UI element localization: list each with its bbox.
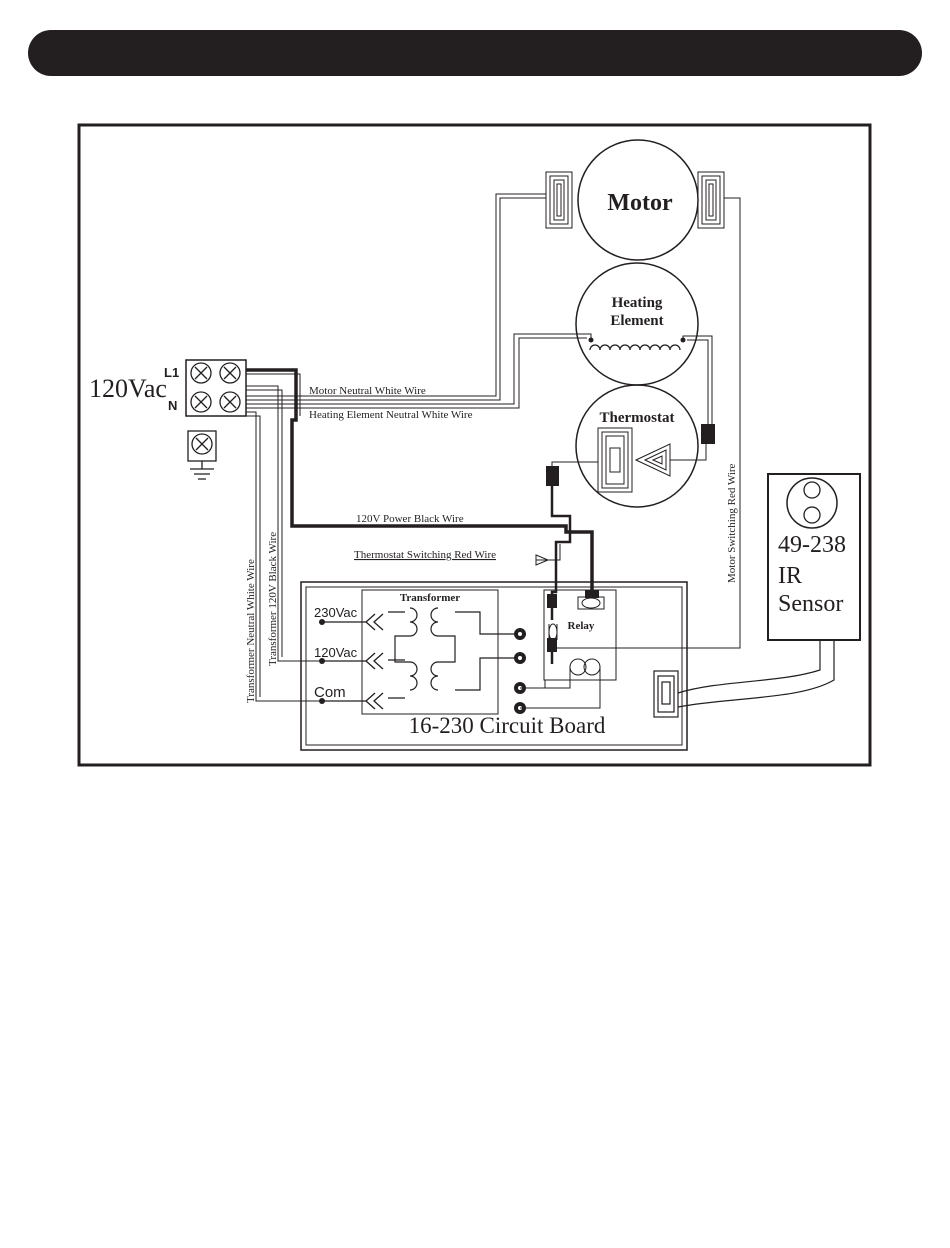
motor-right-coil	[697, 171, 725, 229]
circuit-board: 16-230 Circuit Board Transformer 230Vac …	[300, 581, 688, 751]
label-heating-neutral: Heating Element Neutral White Wire	[309, 409, 473, 421]
terminal-block: 120Vac L1 N	[89, 359, 247, 480]
label-transformer-neutral: Transformer Neutral White Wire	[245, 559, 257, 703]
thermostat: Thermostat	[575, 384, 699, 508]
diagram-frame	[77, 123, 872, 767]
tap-com-label: Com	[314, 684, 346, 701]
ir-sensor-number: 49-238	[778, 532, 846, 558]
connector-relay-top	[547, 594, 557, 608]
motor-label: Motor	[607, 190, 673, 216]
ir-cable	[653, 640, 835, 718]
thermostat-label: Thermostat	[600, 410, 675, 426]
label-thermostat-red: Thermostat Switching Red Wire	[354, 549, 496, 561]
terminal-l1-label: L1	[164, 365, 179, 380]
tap-230-label: 230Vac	[314, 605, 358, 620]
power-black-wire-inner	[246, 373, 301, 416]
label-transformer-black: Transformer 120V Black Wire	[267, 532, 279, 666]
tap-120-label: 120Vac	[314, 645, 358, 660]
connector-thermostat-right	[701, 424, 715, 444]
ground-terminal	[187, 430, 217, 480]
connector-relay-bottom	[547, 638, 557, 652]
board-terminals	[514, 628, 526, 714]
power-black-wire	[246, 368, 594, 598]
connector-thermostat-left	[546, 466, 559, 486]
relay-label: Relay	[568, 620, 595, 632]
relay: Relay	[520, 589, 617, 709]
wires	[246, 193, 741, 702]
transformer-label: Transformer	[400, 592, 460, 604]
circuit-board-label: 16-230 Circuit Board	[409, 713, 606, 738]
power-label: 120Vac	[89, 374, 167, 403]
connector-relay-power	[585, 590, 599, 598]
arrow-icon	[535, 554, 550, 566]
ir-sensor: 49-238 IR Sensor	[767, 473, 861, 641]
header-bar	[28, 30, 922, 76]
thermostat-red-wire	[550, 484, 572, 620]
transformer-taps	[323, 613, 384, 710]
heating-label-1: Heating	[612, 295, 663, 311]
thermostat-red-wire-lead	[536, 544, 561, 561]
motor-left-coil	[545, 171, 573, 229]
heating-element: Heating Element	[575, 262, 699, 386]
heating-label-2: Element	[610, 313, 663, 329]
label-motor-neutral: Motor Neutral White Wire	[309, 385, 426, 397]
label-power-black: 120V Power Black Wire	[356, 513, 464, 525]
terminal-n-label: N	[168, 398, 177, 413]
motor: Motor	[545, 139, 725, 261]
label-motor-red: Motor Switching Red Wire	[726, 463, 738, 583]
heating-coil-icon	[589, 344, 681, 351]
transformer-coils	[388, 607, 520, 699]
ir-sensor-label-3: Sensor	[778, 591, 843, 617]
ir-sensor-label-2: IR	[778, 563, 802, 589]
